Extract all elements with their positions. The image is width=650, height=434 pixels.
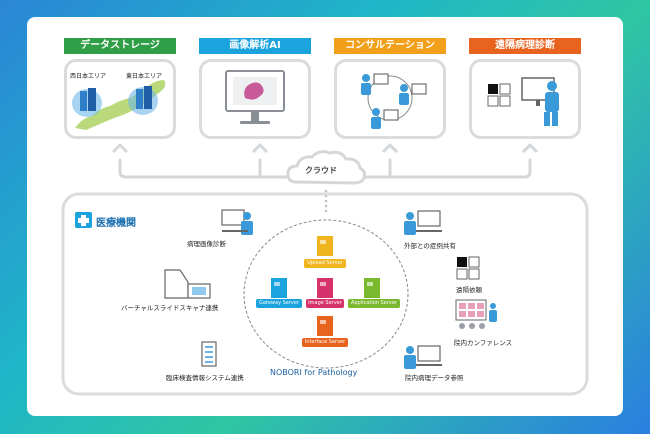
upload-server-label: Upload Server bbox=[304, 259, 346, 268]
image-server-label: Image Server bbox=[306, 299, 344, 308]
interface-server-box bbox=[317, 316, 333, 336]
category-consult: コンサルテーション bbox=[334, 38, 446, 54]
application-server-box bbox=[364, 278, 380, 298]
item-conference-label: 院内カンファレンス bbox=[454, 339, 513, 347]
category-storage: データストレージ bbox=[64, 38, 176, 54]
item-lab-label: 臨床検査情報システム連携 bbox=[166, 374, 244, 382]
storage-west-label: 西日本エリア bbox=[70, 73, 107, 80]
interface-server-label: Interface Server bbox=[302, 338, 348, 347]
category-remote: 遠隔病理診断 bbox=[469, 38, 581, 54]
item-pathology-label: 病理画像診断 bbox=[187, 240, 226, 248]
product-name: NOBORI for Pathology bbox=[270, 368, 358, 377]
facility-label: 医療機関 bbox=[96, 218, 136, 229]
item-share-label: 外部との症例共有 bbox=[404, 242, 456, 250]
image-server-box bbox=[317, 278, 333, 298]
gateway-server-label: Gateway Server bbox=[256, 299, 302, 308]
item-request-label: 遠隔依頼 bbox=[456, 286, 482, 294]
category-ai: 画像解析AI bbox=[199, 38, 311, 54]
cloud-label: クラウド bbox=[305, 166, 337, 175]
storage-east-label: 東日本エリア bbox=[126, 73, 163, 80]
application-server-label: Application Server bbox=[348, 299, 400, 308]
item-virtual-label: バーチャルスライドスキャナ連携 bbox=[121, 304, 219, 312]
upload-server-box bbox=[317, 236, 333, 256]
gateway-server-box bbox=[271, 278, 287, 298]
item-reference-label: 院内病理データ参照 bbox=[405, 374, 464, 382]
consult-card bbox=[334, 59, 446, 139]
